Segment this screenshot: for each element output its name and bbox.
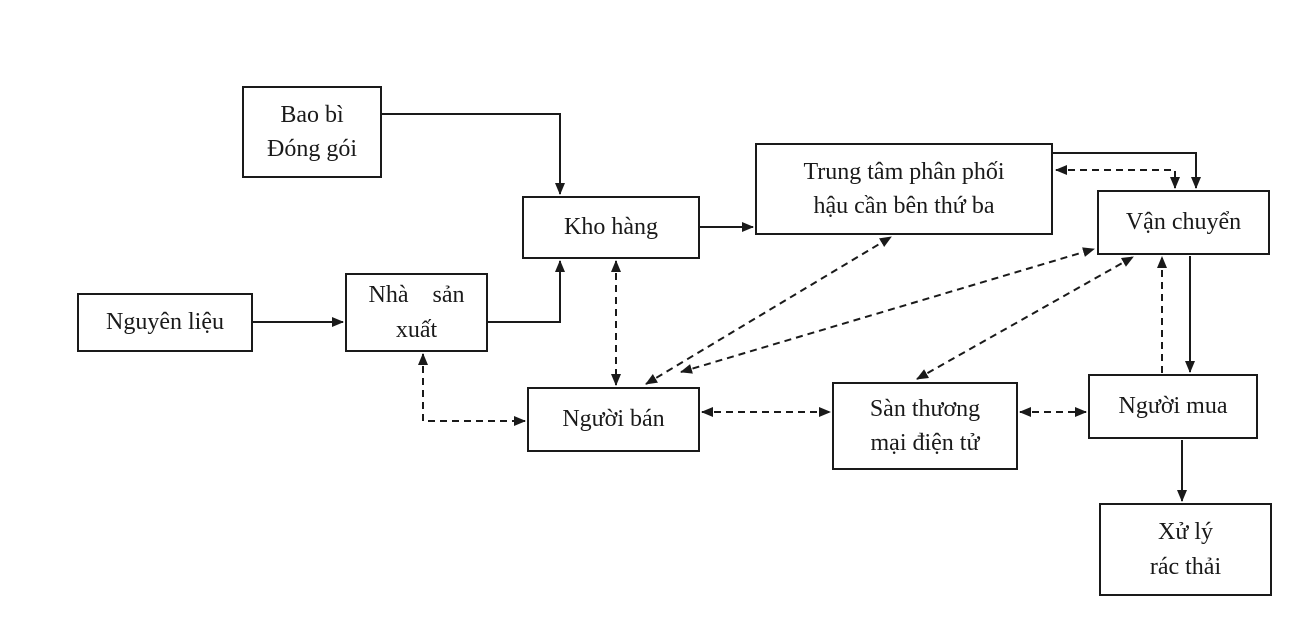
node-label-line: Trung tâm phân phối <box>803 158 1005 185</box>
node-nguoi-ban: Người bán <box>527 387 700 452</box>
node-label-line: mại điện tử <box>870 430 980 456</box>
node-label-line: hậu cần bên thứ ba <box>813 193 995 219</box>
node-label-line: Vận chuyển <box>1125 209 1242 236</box>
node-nguyen-lieu: Nguyên liệu <box>77 293 253 352</box>
node-nguoi-mua: Người mua <box>1088 374 1258 439</box>
node-label-line: Người mua <box>1118 393 1228 420</box>
node-bao-bi-dong-goi: Bao bì Đóng gói <box>242 86 382 178</box>
node-label-line: rác thải <box>1149 553 1222 580</box>
node-label-line: Xử lý <box>1157 519 1213 546</box>
node-label-line: Người bán <box>562 406 665 433</box>
node-label-line: Sàn thương <box>869 395 981 422</box>
node-trung-tam-phan-phoi: Trung tâm phân phối hậu cần bên thứ ba <box>755 143 1053 235</box>
node-label-line: Bao bì <box>280 101 344 128</box>
node-san-thuong-mai: Sàn thương mại điện tử <box>832 382 1018 470</box>
node-van-chuyen: Vận chuyển <box>1097 190 1270 255</box>
node-label-line: Kho hàng <box>564 214 658 241</box>
node-label-line: Nhà sản <box>368 282 465 309</box>
node-xu-ly-rac-thai: Xử lý rác thải <box>1099 503 1272 596</box>
node-label-line: Nguyên liệu <box>106 309 224 336</box>
node-kho-hang: Kho hàng <box>522 196 700 259</box>
node-nha-san-xuat: Nhà sản xuất <box>345 273 488 352</box>
node-label-line: Đóng gói <box>267 136 357 162</box>
node-label-line: xuất <box>395 316 438 343</box>
